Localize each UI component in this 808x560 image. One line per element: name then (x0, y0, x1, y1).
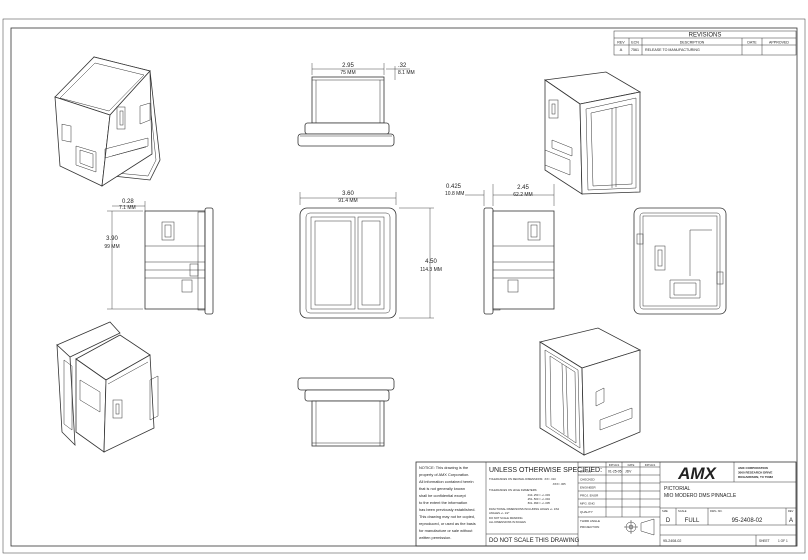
sheet-label: SHEET (759, 539, 770, 543)
svg-text:.010-.250 = +/-.003: .010-.250 = +/-.003 (527, 493, 550, 497)
right-offset-mm: 10.8 MM (445, 191, 464, 197)
description-value: RELEASE TO MANUFACTURING (645, 48, 700, 52)
title-block: NOTICE: This drawing is the property of … (415, 461, 797, 547)
approved-col-header: APPROVED (769, 40, 789, 44)
svg-text:.251-.500 = +/-.004: .251-.500 = +/-.004 (527, 497, 550, 501)
right-width-in: 2.45 (517, 185, 529, 191)
right-width-mm: 62.2 MM (513, 192, 532, 198)
svg-text:RICHARDSON, TX 75082: RICHARDSON, TX 75082 (738, 475, 773, 479)
svg-text:.501-.999 = +/-.005: .501-.999 = +/-.005 (527, 501, 550, 505)
svg-text:ENGINEER: ENGINEER (580, 486, 597, 490)
front-height-mm: 114.3 MM (420, 267, 442, 273)
size-value: D (666, 518, 671, 524)
svg-text:property of AMX Corporation.: property of AMX Corporation. (419, 472, 469, 477)
iso-view-top-right (543, 71, 642, 195)
company-address: AMX CORPORATION 3000 RESEARCH DRIVE RICH… (738, 466, 773, 479)
dwg-no-value: 95-2408-02 (732, 518, 763, 524)
approvals-header-initials: INITIALS (609, 463, 620, 467)
svg-text:TOLERANCES ON HOLE DIAMETERS:: TOLERANCES ON HOLE DIAMETERS: (489, 488, 537, 492)
rev-label: REV (788, 509, 794, 513)
approvals-header-date: DATE (628, 463, 635, 467)
top-depth-in: .32 (398, 63, 407, 69)
svg-text:DRAWN: DRAWN (580, 470, 591, 474)
top-width-mm: 75 MM (340, 70, 355, 76)
rear-view (633, 207, 727, 315)
front-width-mm: 91.4 MM (338, 198, 357, 204)
revisions-title: REVISIONS (689, 33, 722, 39)
scale-label: SCALE (678, 509, 687, 513)
svg-text:PROJ. ENGR: PROJ. ENGR (580, 494, 599, 498)
svg-text:CHECKED: CHECKED (580, 478, 596, 482)
unless-specified-title: UNLESS OTHERWISE SPECIFIED: (489, 467, 602, 474)
right-side-view: 2.45 62.2 MM 0.425 10.8 MM (445, 184, 555, 315)
tolerances-text: TOLERANCES ON DECIMAL DIMENSIONS: .XX= .… (489, 477, 566, 524)
side-offset-in: 0.28 (122, 199, 134, 205)
third-angle-label: THIRD ANGLE (580, 519, 600, 523)
dwg-no-label: DWG. NO. (710, 509, 723, 513)
svg-text:ALL DIMENSIONS IN INCHES: ALL DIMENSIONS IN INCHES (489, 520, 526, 524)
title-line-1: PICTORIAL (664, 486, 691, 492)
rev-col-header: REV (617, 40, 625, 44)
svg-text:that is not generally known: that is not generally known (419, 486, 465, 491)
svg-text:QUALITY: QUALITY (580, 510, 593, 514)
svg-text:to the extent the information: to the extent the information (419, 500, 467, 505)
left-side-view: 3.90 99 MM 0.28 7.1 MM (104, 199, 214, 315)
notice-text: NOTICE: This drawing is the property of … (419, 465, 476, 540)
size-label: SIZE (662, 509, 668, 513)
ecn-col-header: ECN (631, 40, 639, 44)
do-not-scale: DO NOT SCALE THIS DRAWING (489, 538, 580, 544)
right-offset-in: 0.425 (446, 184, 462, 190)
top-depth-mm: 8.1 MM (398, 70, 415, 76)
revisions-table: REVISIONS REV ECN DESCRIPTION DATE APPRO… (613, 30, 797, 56)
date-col-header: DATE (747, 40, 757, 44)
svg-text:ANGLES +/- 1/2°: ANGLES +/- 1/2° (489, 511, 509, 515)
svg-text:AMX CORPORATION: AMX CORPORATION (738, 466, 768, 470)
file-name: 95-2408-02 (663, 539, 681, 543)
front-view: 3.60 91.4 MM 4.50 114.3 MM (299, 191, 442, 319)
top-width-in: 2.95 (342, 63, 354, 69)
svg-text:3000 RESEARCH DRIVE: 3000 RESEARCH DRIVE (738, 471, 772, 475)
iso-view-top-left (54, 56, 161, 187)
iso-view-bottom-right (538, 327, 642, 456)
svg-text:NOTICE: This drawing is the: NOTICE: This drawing is the (419, 465, 468, 470)
side-height-in: 3.90 (106, 236, 118, 242)
drawn-date: 01-25-05 (608, 470, 622, 474)
svg-text:for manufacture or sale withou: for manufacture or sale without (419, 528, 473, 533)
approvals-header-initials-2: INITIALS (645, 463, 656, 467)
svg-text:This drawing may not be copied: This drawing may not be copied, (419, 514, 475, 519)
svg-text:FRACTIONAL DIMENSIONS INCLUDIN: FRACTIONAL DIMENSIONS INCLUDING HOLES +/… (489, 507, 560, 511)
iso-view-bottom-left (56, 321, 159, 453)
rev-value-block: A (789, 518, 793, 524)
svg-text:has been previously establishe: has been previously established. (419, 507, 475, 512)
third-angle-projection-icon (624, 518, 655, 536)
side-offset-mm: 7.1 MM (119, 205, 136, 211)
svg-text:All information contained here: All information contained herein (419, 479, 474, 484)
outer-border (2, 18, 806, 554)
svg-text:MFG. ENG: MFG. ENG (580, 502, 595, 506)
drawn-initials: JDV (625, 470, 632, 474)
approvals-labels: DRAWN CHECKED ENGINEER PROJ. ENGR MFG. E… (580, 470, 599, 515)
svg-text:TOLERANCES ON DECIMAL DIMENSIO: TOLERANCES ON DECIMAL DIMENSIONS: .XX= .… (489, 477, 556, 481)
rev-value: A (620, 47, 623, 52)
amx-logo: AMX (677, 464, 717, 483)
title-line-2: MIO MODERO DMS PINNACLE (664, 493, 737, 499)
svg-text:reproduced, or used as the bas: reproduced, or used as the basis (419, 521, 476, 526)
sheet-value: 1 OF 1 (778, 539, 788, 543)
svg-text:shall be confidential except: shall be confidential except (419, 493, 467, 498)
svg-text:DO NOT SCALE DRAWING: DO NOT SCALE DRAWING (489, 516, 523, 520)
svg-text:written permission.: written permission. (419, 535, 451, 540)
front-height-in: 4.50 (425, 259, 437, 265)
scale-value: FULL (685, 518, 700, 524)
side-height-mm: 99 MM (104, 244, 119, 250)
top-view: 2.95 75 MM .32 8.1 MM (297, 63, 415, 147)
ecn-value: 7561 (631, 48, 639, 52)
svg-text:.XXX= .005: .XXX= .005 (552, 482, 566, 486)
description-col-header: DESCRIPTION (680, 40, 705, 44)
front-width-in: 3.60 (342, 191, 354, 197)
projection-label: PROJECTION (580, 525, 599, 529)
bottom-view (297, 377, 395, 447)
inner-border (10, 27, 798, 547)
